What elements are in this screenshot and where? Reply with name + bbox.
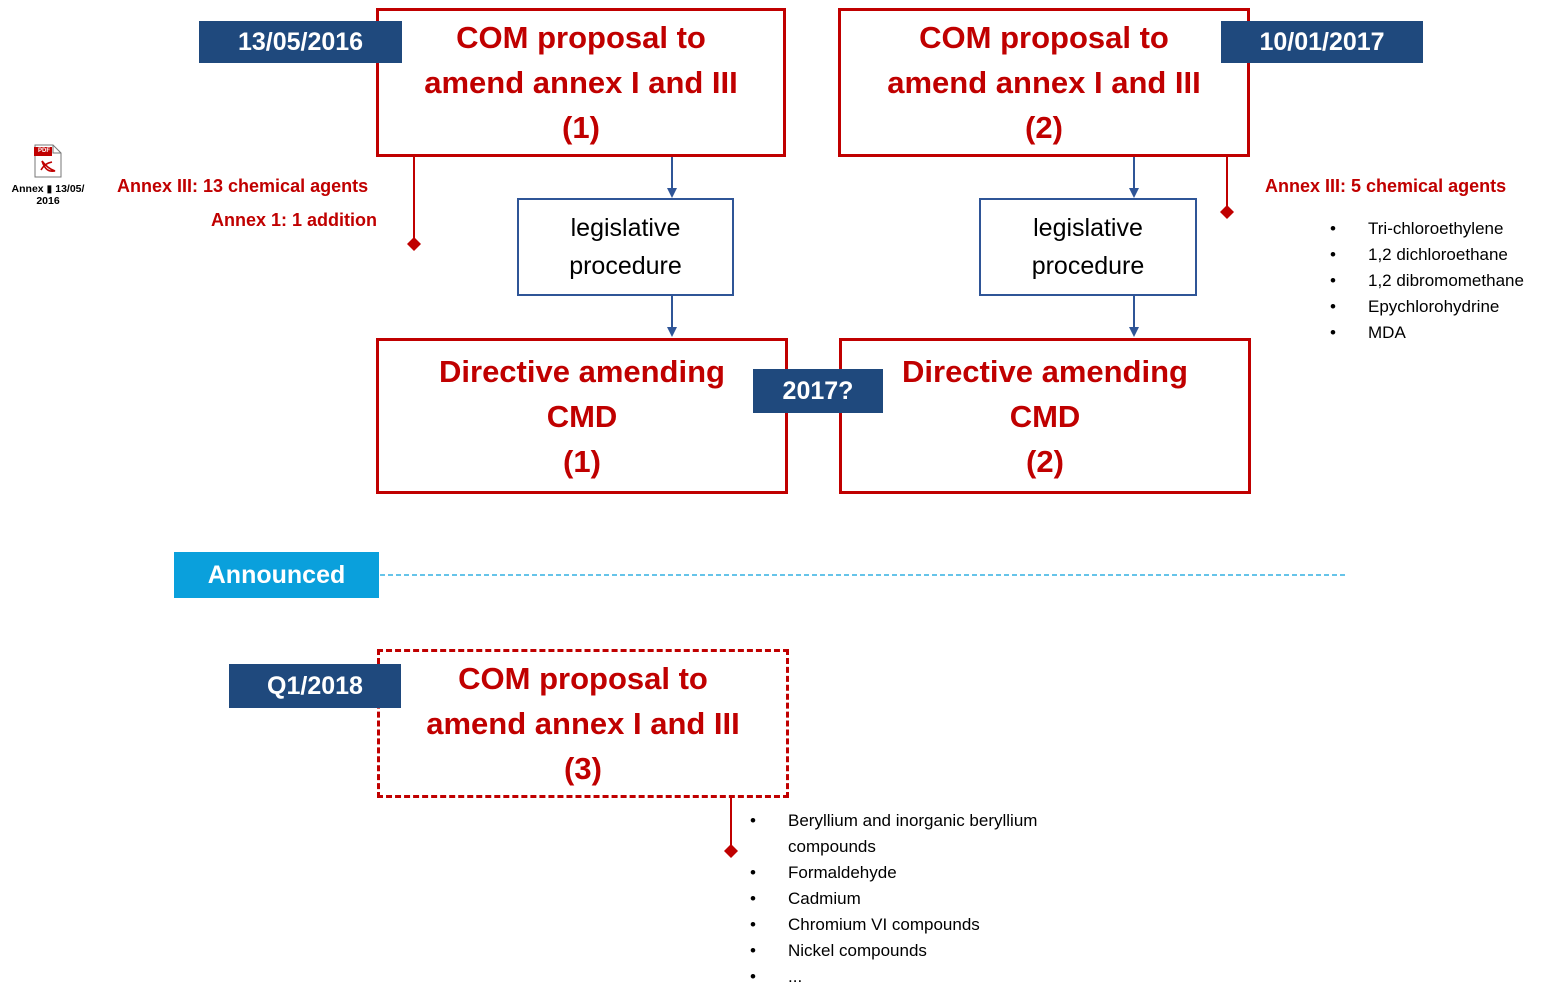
- proposal-2-title-line2: amend annex I and III: [887, 65, 1201, 100]
- announced-label: Announced: [174, 552, 379, 598]
- procedure-1-line1: legislative: [570, 214, 681, 242]
- proposal-2-number: (2): [1025, 110, 1063, 145]
- proposal-1-box: COM proposal to amend annex I and III (1…: [376, 8, 786, 157]
- list-item: Nickel compounds: [750, 938, 1090, 964]
- list-item: Chromium VI compounds: [750, 912, 1090, 938]
- list-item: Beryllium and inorganic beryllium compou…: [750, 808, 1090, 860]
- directive-1-title-line1: Directive amending: [439, 353, 725, 389]
- pdf-caption: Annex ▮ 13/05/ 2016: [8, 183, 88, 207]
- proposal-2-date-badge: 10/01/2017: [1221, 21, 1423, 63]
- directive-2-number: (2): [1026, 443, 1064, 479]
- directive-date-badge: 2017?: [753, 369, 883, 413]
- procedure-2-line2: procedure: [1031, 252, 1145, 280]
- directive-1-title-line2: CMD: [546, 398, 618, 434]
- list-item: Cadmium: [750, 886, 1090, 912]
- proposal-1-title-line1: COM proposal to: [456, 20, 706, 55]
- directive-1-box: Directive amending CMD (1): [376, 338, 788, 494]
- list-item: Epychlorohydrine: [1330, 294, 1555, 320]
- directive-2-title-line1: Directive amending: [902, 353, 1188, 389]
- proposal-3-title-line1: COM proposal to: [458, 661, 708, 696]
- pdf-attachment[interactable]: PDF Annex ▮ 13/05/ 2016: [8, 144, 88, 214]
- list-item: ...: [750, 964, 1090, 990]
- proposal-3-number: (3): [564, 751, 602, 786]
- pdf-file-icon: [34, 144, 62, 178]
- proposal-1-annex-iii-note: Annex III: 13 chemical agents: [117, 176, 369, 196]
- list-item: MDA: [1330, 320, 1555, 346]
- proposal-1-annex-i-note: Annex 1: 1 addition: [211, 210, 378, 230]
- directive-2-title-line2: CMD: [1009, 398, 1081, 434]
- pdf-icon-label: PDF: [38, 148, 50, 154]
- proposal-3-title-line2: amend annex I and III: [426, 706, 740, 741]
- procedure-2-line1: legislative: [1033, 214, 1143, 242]
- pdf-caption-line1: Annex ▮ 13/05/: [11, 183, 85, 195]
- procedure-1-line2: procedure: [569, 252, 682, 280]
- directive-1-number: (1): [563, 443, 601, 479]
- list-item: 1,2 dichloroethane: [1330, 242, 1555, 268]
- procedure-1-box: legislative procedure: [517, 198, 734, 296]
- proposal-2-title-line1: COM proposal to: [919, 20, 1169, 55]
- proposal-1-date-badge: 13/05/2016: [199, 21, 402, 63]
- proposal-1-title-line2: amend annex I and III: [424, 65, 738, 100]
- proposal-3-box: COM proposal to amend annex I and III (3…: [377, 649, 789, 798]
- list-item: 1,2 dibromomethane: [1330, 268, 1555, 294]
- proposal-2-agent-list: Tri-chloroethylene 1,2 dichloroethane 1,…: [1330, 216, 1555, 346]
- proposal-2-annex-iii-note: Annex III: 5 chemical agents: [1265, 176, 1507, 196]
- pdf-caption-line2: 2016: [36, 195, 60, 207]
- list-item: Tri-chloroethylene: [1330, 216, 1555, 242]
- proposal-1-number: (1): [562, 110, 600, 145]
- procedure-2-box: legislative procedure: [979, 198, 1197, 296]
- list-item: Formaldehyde: [750, 860, 1090, 886]
- proposal-2-box: COM proposal to amend annex I and III (2…: [838, 8, 1250, 157]
- directive-2-box: Directive amending CMD (2): [839, 338, 1251, 494]
- proposal-3-agent-list: Beryllium and inorganic beryllium compou…: [750, 808, 1090, 990]
- proposal-3-date-badge: Q1/2018: [229, 664, 401, 708]
